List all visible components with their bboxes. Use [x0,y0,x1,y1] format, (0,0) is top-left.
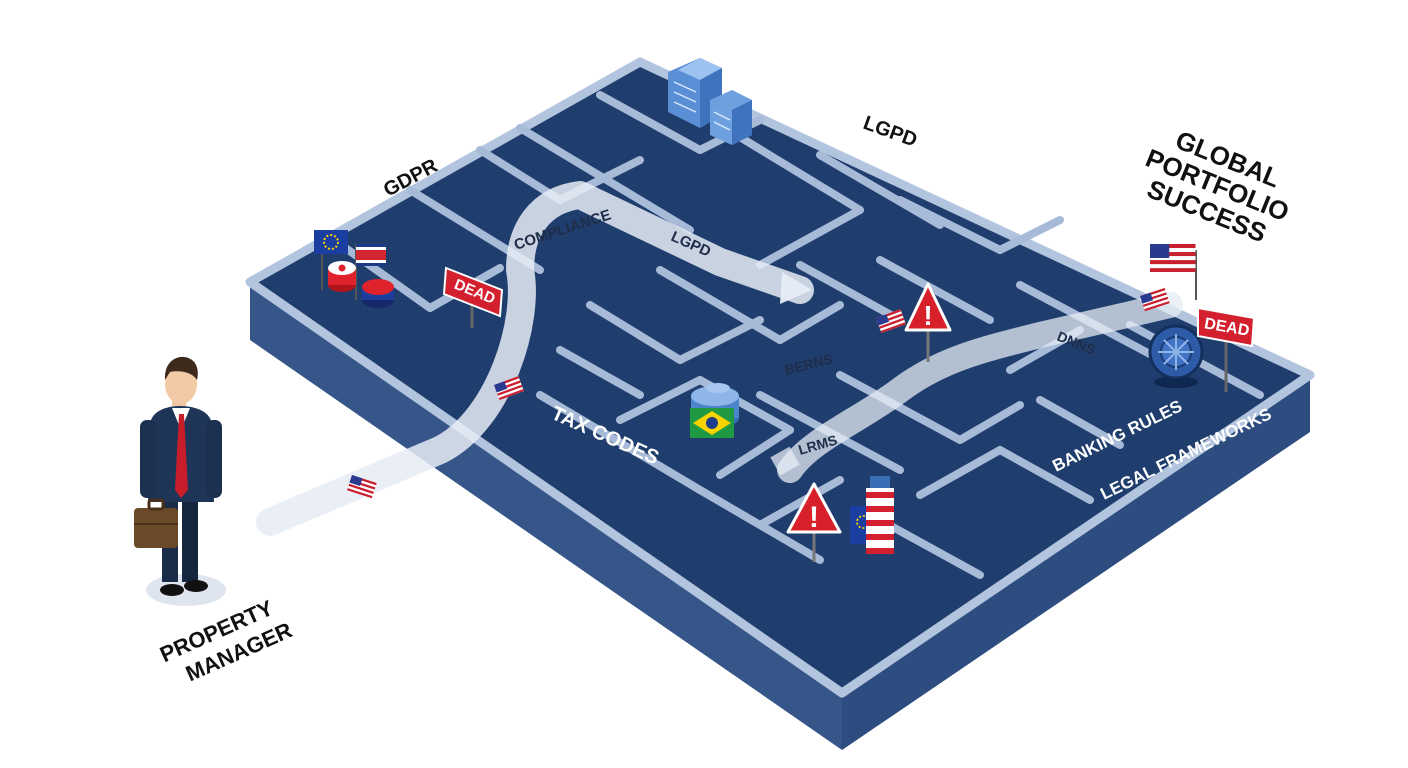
maze-side-left [250,282,842,750]
briefcase-icon [134,498,178,548]
dead-sign-left: DEAD [442,266,504,328]
person-label: PROPERTY MANAGER [156,595,296,686]
vault-icon [1148,324,1204,388]
coin-stack-icon [690,383,739,438]
label-lgpd-top: LGPD [860,112,920,152]
goal-label: GLOBAL PORTFOLIO SUCCESS [1142,125,1294,249]
warning-sign-icon: ! [904,282,952,362]
canada-token [328,261,356,292]
flag-costa-rica [355,244,386,300]
flag-us-goal [1150,244,1197,300]
office-building-icon [668,58,752,145]
warning-glyph-2: ! [809,501,819,534]
maze-rim [245,57,1315,698]
coin-token [362,279,394,308]
dead-sign-right: DEAD [1197,306,1256,392]
property-manager-figure [134,356,226,606]
maze-body [245,57,1315,750]
warning-glyph-1: ! [923,300,932,331]
path-ribbon [256,181,1183,536]
maze-side-right [842,375,1310,750]
path-arrow-head [780,272,812,304]
warning-sign-icon-2: ! [786,482,842,562]
flag-eu-left [314,230,348,290]
eu-us-pillar [850,476,894,554]
maze-floor [250,62,1310,693]
